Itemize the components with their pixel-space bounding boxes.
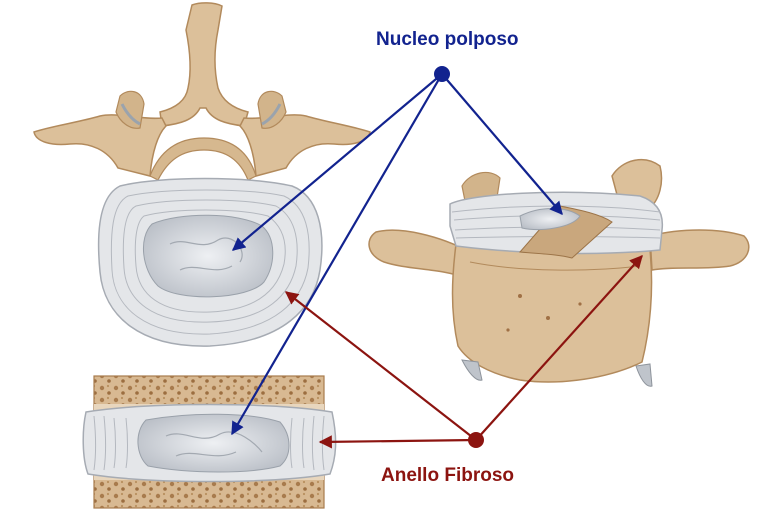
vertebra-oblique-view (368, 158, 750, 387)
label-nucleo-polposo: Nucleo polposo (376, 29, 519, 50)
annulus-pointer-origin (468, 432, 484, 448)
disc-top-view-nucleus (142, 214, 274, 298)
nucleus-pointers (231, 73, 563, 436)
pointer-nucleus-oblique (441, 73, 563, 216)
vertebra-top-view (33, 2, 371, 347)
oblique-transverse-process-left (368, 229, 471, 280)
pointer-annulus-oblique (475, 255, 643, 441)
sagittal-nucleus (137, 413, 290, 473)
oblique-transverse-process-right (649, 229, 750, 271)
transverse-process-right (239, 114, 371, 177)
pointer-nucleus-sagittal (231, 73, 443, 436)
annulus-pointers (284, 255, 643, 449)
label-anello-fibroso: Anello Fibroso (381, 465, 514, 486)
pointer-nucleus-top-view (231, 73, 443, 251)
nucleus-pointer-origin (434, 66, 450, 82)
pointer-annulus-sagittal (318, 435, 477, 449)
spinous-process (159, 2, 249, 127)
transverse-process-left (33, 114, 167, 177)
pointer-annulus-top-view (284, 291, 477, 441)
disc-sagittal-section (82, 375, 337, 509)
